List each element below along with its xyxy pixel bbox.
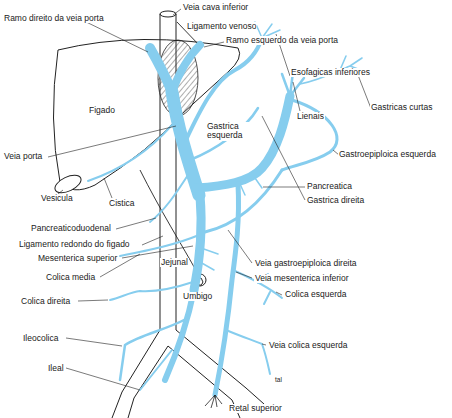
vein-label: Veia colica esquerda — [268, 341, 348, 350]
portal-veins — [172, 45, 200, 92]
vein-label: Ligamento redondo do figado — [18, 240, 131, 249]
gallbladder — [52, 172, 83, 197]
vein-label: Veia mesenterica inferior — [254, 274, 350, 283]
vein-label: Cistica — [108, 199, 136, 208]
leader-line — [48, 126, 176, 157]
vein-label: tal — [274, 376, 283, 383]
vein-label: Colica media — [45, 273, 96, 282]
vein-label: Esofagicas inferiores — [290, 68, 371, 77]
portal-veins — [120, 235, 199, 256]
portal-veins — [190, 108, 258, 160]
portal-veins — [110, 282, 193, 300]
portal-veins — [150, 175, 188, 222]
vein-label: Veia cava inferior — [182, 3, 249, 12]
portal-veins — [88, 125, 172, 181]
vein-label: Veia gastroepiploica direita — [254, 259, 358, 268]
leader-line — [48, 9, 372, 390]
vein-label: Lienais — [296, 112, 325, 121]
leader-line — [80, 19, 148, 52]
vein-label: Gastrica direita — [306, 196, 365, 205]
portal-veins — [150, 48, 172, 92]
vein-label: Veia porta — [3, 152, 43, 161]
leader-line — [204, 42, 224, 47]
portal-veins — [226, 330, 270, 374]
leader-line — [262, 344, 266, 345]
vein-label: Vesicula — [40, 194, 74, 203]
vein-label: Figado — [88, 106, 116, 115]
leader-line — [142, 236, 163, 245]
vein-label: Pancreaticoduodenal — [30, 224, 112, 233]
portal-veins — [240, 178, 262, 195]
leader-line — [116, 218, 156, 229]
leader-line — [228, 230, 252, 263]
vein-label: Pancreatica — [306, 182, 353, 191]
vena-cava — [128, 346, 168, 418]
vein-label: Gastrica esquerda — [206, 122, 252, 141]
portal-veins — [140, 350, 172, 390]
vein-label: Colica direita — [20, 297, 71, 306]
rectal-branches — [205, 395, 222, 408]
leader-line — [66, 368, 140, 390]
liver-outline — [53, 39, 239, 189]
vein-label: Retal superior — [228, 404, 283, 413]
gallbladder — [52, 172, 83, 197]
leader-line — [173, 9, 181, 15]
leader-line — [276, 292, 282, 295]
vein-label: Mesenterica superior — [37, 254, 118, 263]
leader-line — [66, 338, 122, 346]
portal-veins — [215, 184, 239, 395]
portal-veins — [200, 248, 218, 270]
liver-outline — [53, 39, 239, 189]
vein-label: Ileocolica — [22, 334, 59, 343]
vein-label: Ligamento venoso — [186, 22, 257, 31]
portal-veins — [186, 38, 262, 140]
vein-label: Ileal — [47, 364, 65, 373]
vein-label: Umbigo — [182, 292, 213, 301]
portal-veins — [165, 290, 194, 380]
leader-line — [236, 272, 252, 278]
leader-line — [293, 82, 300, 111]
vein-label: Gastroepiploica esquerda — [338, 150, 437, 159]
vein-label: Gastricas curtas — [370, 103, 433, 112]
portal-veins — [88, 22, 366, 395]
rectal-branches — [205, 395, 222, 408]
portal-veins — [205, 170, 282, 232]
portal-veins — [196, 96, 290, 188]
portal-veins — [120, 320, 184, 380]
vein-label: Ramo esquerdo da veia porta — [225, 36, 339, 45]
leader-line — [78, 300, 108, 301]
leader-line — [104, 178, 112, 198]
portal-veins — [194, 195, 201, 290]
leader-line — [262, 116, 305, 200]
leader-line — [122, 246, 193, 258]
vein-label: Ramo direito da veia porta — [3, 14, 105, 23]
vein-label: Jejunal — [160, 258, 189, 267]
vein-label: Colica esquerda — [284, 290, 347, 299]
portal-veins — [282, 100, 337, 170]
vena-cava — [160, 11, 176, 17]
